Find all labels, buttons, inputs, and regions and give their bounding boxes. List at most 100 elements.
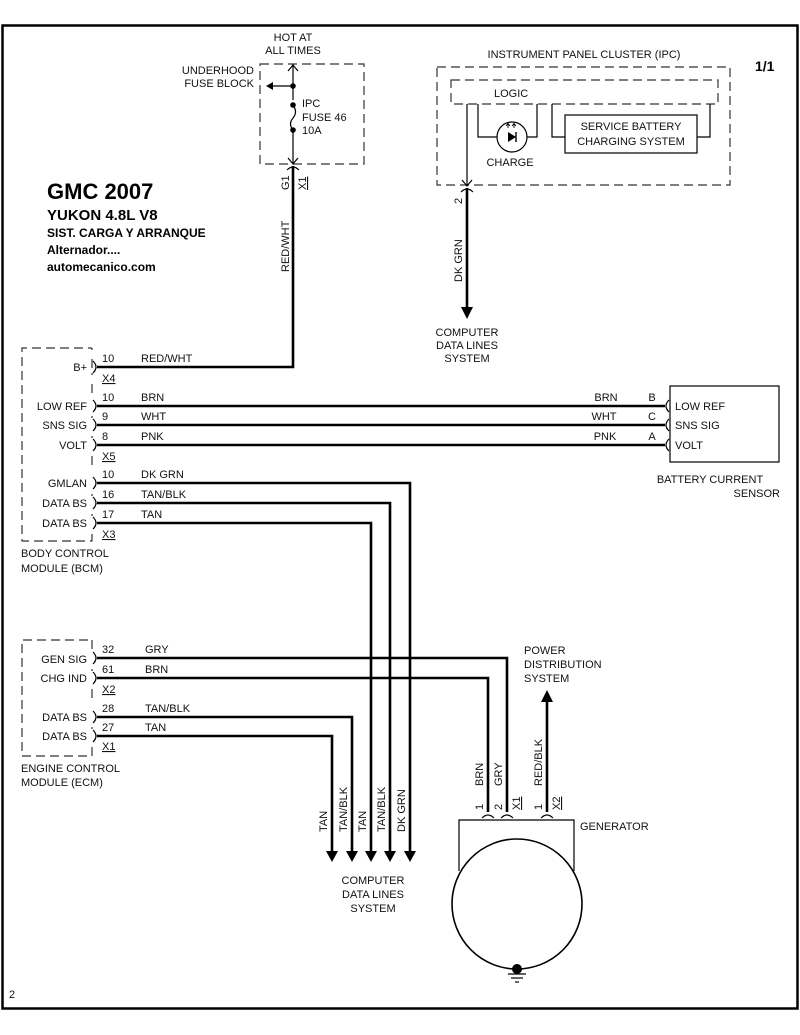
bcm-pin-sns-sig: SNS SIG 9 WHT	[42, 411, 166, 432]
svg-text:BRN: BRN	[145, 664, 168, 676]
wire-bcm-tan	[97, 521, 373, 852]
fuse-name: IPC	[302, 98, 320, 110]
generator: GENERATOR 1 2 X1 BRN GRY 1 X2 RED/BLK PO…	[451, 645, 649, 983]
fuse-block-name-1: UNDERHOOD	[182, 65, 254, 77]
power-dist-1: POWER	[524, 645, 566, 657]
service-battery-box	[564, 114, 698, 154]
arrow-down-icon	[365, 851, 377, 862]
svg-text:DATA BS: DATA BS	[42, 731, 87, 743]
generator-name: GENERATOR	[580, 821, 649, 833]
battery-current-sensor: BATTERY CURRENT SENSOR LOW REF B BRN SNS…	[591, 385, 780, 500]
bcm-name-2: MODULE (BCM)	[21, 563, 103, 575]
ecm-pin-gen-sig: GEN SIG 32 GRY	[41, 644, 169, 666]
svg-text:BRN: BRN	[594, 392, 617, 404]
fuse-connector: X1	[297, 177, 309, 190]
bcm-name-1: BODY CONTROL	[21, 548, 109, 560]
ecm-pin-data-bs-27: DATA BS 27 TAN	[42, 722, 166, 743]
svg-text:LOW REF: LOW REF	[37, 401, 87, 413]
power-dist-2: DISTRIBUTION	[524, 659, 602, 671]
engine-control-module: ENGINE CONTROL MODULE (ECM) GEN SIG 32 G…	[21, 639, 191, 789]
bcm-pin-b-plus: B+ 10 RED/WHT	[73, 353, 192, 374]
generator-x1-pin-2: 2	[493, 804, 505, 810]
service-battery-label-2: CHARGING SYSTEM	[577, 136, 685, 148]
generator-wire-gry: GRY	[493, 762, 505, 786]
data-wire-label: TAN/BLK	[338, 786, 350, 832]
bcm-pin-gmlan: GMLAN 10 DK GRN	[48, 469, 184, 490]
svg-text:10: 10	[102, 392, 114, 404]
svg-text:GMLAN: GMLAN	[48, 478, 87, 490]
instrument-panel-cluster: INSTRUMENT PANEL CLUSTER (IPC) LOGIC CHA…	[436, 49, 731, 365]
fuse-rating: 10A	[302, 125, 322, 137]
svg-text:PNK: PNK	[141, 431, 164, 443]
wire-ecm-gry	[97, 656, 509, 812]
charge-label: CHARGE	[486, 157, 533, 169]
svg-text:32: 32	[102, 644, 114, 656]
bcm-pin-data-bs-17: DATA BS 17 TAN	[42, 509, 162, 530]
fuse-icon	[289, 104, 297, 131]
generator-symbol	[451, 838, 583, 970]
svg-text:17: 17	[102, 509, 114, 521]
fuse-pin: G1	[280, 175, 292, 190]
generator-connector-icon	[481, 814, 495, 819]
underhood-fuse-block: HOT AT ALL TIMES UNDERHOOD FUSE BLOCK IP…	[182, 32, 365, 272]
svg-text:TAN/BLK: TAN/BLK	[145, 703, 191, 715]
bcm-connector-x5: X5	[102, 451, 115, 463]
bcm-pin-data-bs-16: DATA BS 16 TAN/BLK	[42, 489, 187, 510]
ecm-outline	[21, 639, 93, 757]
title-component: Alternador....	[47, 243, 120, 257]
fuse-block-name-2: FUSE BLOCK	[184, 78, 254, 90]
svg-text:16: 16	[102, 489, 114, 501]
sensor-pin-c: SNS SIG C WHT	[591, 411, 719, 432]
arrow-down-icon	[461, 307, 473, 319]
generator-connector-icon	[500, 814, 514, 819]
svg-text:LOW REF: LOW REF	[675, 401, 725, 413]
ecm-connector-x2: X2	[102, 684, 115, 696]
svg-text:GEN SIG: GEN SIG	[41, 654, 87, 666]
svg-text:C: C	[648, 411, 656, 423]
svg-text:PNK: PNK	[594, 431, 617, 443]
wire-ecm-tan-blk	[97, 715, 354, 852]
generator-x2-pin: 1	[533, 804, 545, 810]
svg-text:9: 9	[102, 411, 108, 423]
svg-text:B+: B+	[73, 362, 87, 374]
wire-ecm-brn	[97, 676, 490, 812]
ecm-pin-chg-ind: CHG IND 61 BRN	[41, 664, 169, 685]
arrow-down-icon	[404, 851, 416, 862]
title-site: automecanico.com	[47, 260, 156, 274]
service-battery-label-1: SERVICE BATTERY	[581, 121, 683, 133]
bcm-outline	[21, 347, 93, 542]
body-control-module: BODY CONTROL MODULE (BCM) B+ 10 RED/WHT …	[21, 347, 193, 575]
sensor-pin-a: VOLT A PNK	[594, 431, 704, 452]
logic-outline	[450, 79, 719, 105]
svg-text:TAN/BLK: TAN/BLK	[141, 489, 187, 501]
sheet-number: 1/1	[755, 58, 775, 74]
svg-text:B: B	[648, 392, 655, 404]
arrow-down-icon	[384, 851, 396, 862]
wire-ecm-tan	[97, 734, 334, 852]
hot-label-1: HOT AT	[274, 32, 313, 44]
generator-housing	[458, 819, 575, 871]
arrow-left-icon	[266, 82, 273, 90]
title-model: YUKON 4.8L V8	[47, 207, 158, 224]
svg-text:10: 10	[102, 353, 114, 365]
svg-text:DATA BS: DATA BS	[42, 518, 87, 530]
svg-text:TAN: TAN	[145, 722, 166, 734]
ecm-connector-x1: X1	[102, 741, 115, 753]
svg-text:27: 27	[102, 722, 114, 734]
generator-wire-red-blk: RED/BLK	[533, 738, 545, 786]
ipc-pin: 2	[453, 198, 465, 204]
data-lines-dest-1: COMPUTER	[342, 875, 405, 887]
fuse-block-outline	[259, 63, 365, 165]
sensor-name-1: BATTERY CURRENT	[657, 474, 764, 486]
ecm-name-2: MODULE (ECM)	[21, 777, 103, 789]
arrow-down-icon	[326, 851, 338, 862]
power-dist-3: SYSTEM	[524, 673, 569, 685]
svg-text:61: 61	[102, 664, 114, 676]
data-wire-label: TAN	[318, 811, 330, 832]
sensor-box	[669, 385, 780, 463]
svg-text:CHG IND: CHG IND	[41, 673, 88, 685]
data-wire-label: TAN	[357, 811, 369, 832]
ecm-pin-data-bs-28: DATA BS 28 TAN/BLK	[42, 703, 191, 724]
data-wire-label: TAN/BLK	[376, 786, 388, 832]
bcm-pin-low-ref: LOW REF 10 BRN	[37, 392, 164, 413]
